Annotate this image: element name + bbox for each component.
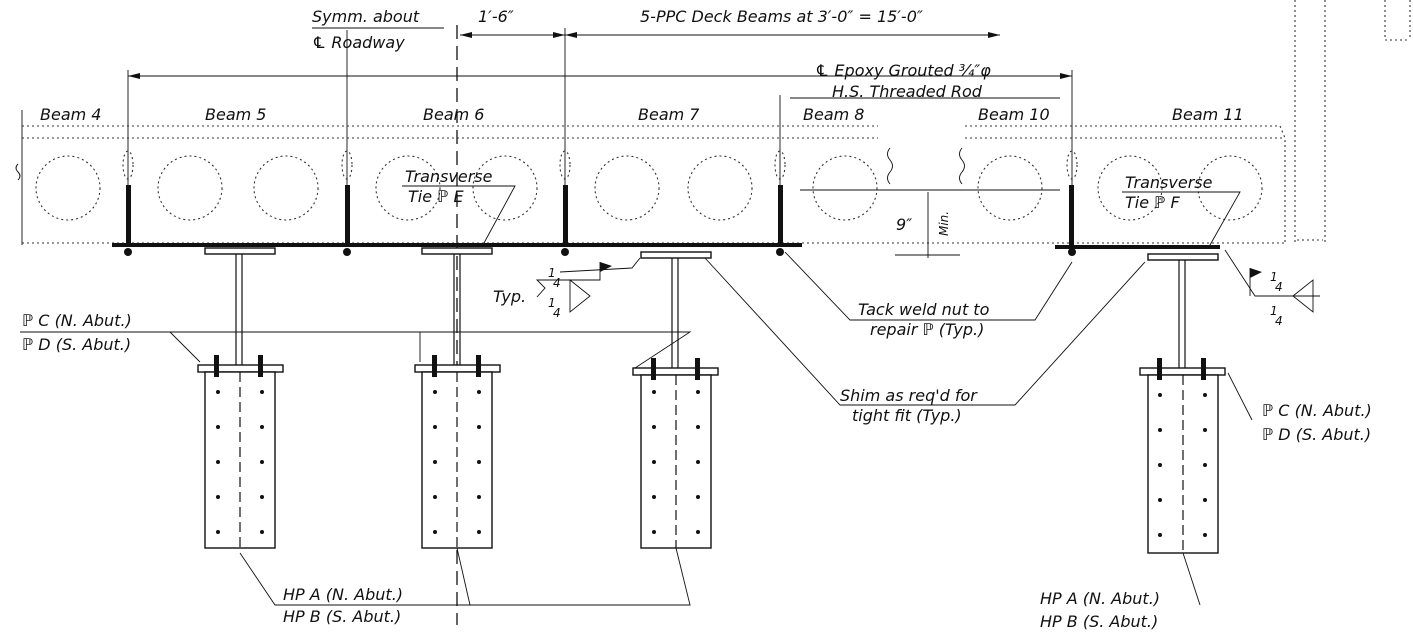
beam-5-label: Beam 5 <box>205 105 266 124</box>
beam-7-label: Beam 7 <box>638 105 700 124</box>
beam-11-label: Beam 11 <box>1172 105 1244 124</box>
tack-weld-note-1: Tack weld nut to <box>858 300 990 319</box>
hp-a-note-right: HP A (N. Abut.) <box>1040 589 1160 608</box>
leader-lines <box>20 251 1253 606</box>
tack-weld-note-2: repair ℙ (Typ.) <box>870 320 984 339</box>
weld-den-right: 4 <box>1275 280 1283 294</box>
tie-f-label-1: Transverse <box>1125 173 1213 192</box>
dimension-lines <box>127 28 1073 240</box>
beam-10-label: Beam 10 <box>978 105 1050 124</box>
threaded-rods <box>122 150 1078 256</box>
min-depth-label: Min. <box>937 211 951 236</box>
offset-label: 1′-6″ <box>478 7 514 26</box>
weld-den-left: 4 <box>553 276 561 290</box>
plate-d-note-right: ℙ D (S. Abut.) <box>1262 425 1371 444</box>
weld-num-right-2: 1 <box>1270 304 1278 318</box>
weld-num-right: 1 <box>1270 270 1278 284</box>
weld-den-right-2: 4 <box>1275 314 1283 328</box>
hp-b-note-right: HP B (S. Abut.) <box>1040 612 1158 631</box>
hp-b-note-left: HP B (S. Abut.) <box>283 607 401 626</box>
rod-label-1: ℄ Epoxy Grouted ¾″φ <box>815 61 991 80</box>
steel-piles <box>197 247 1226 554</box>
spacing-label: 5-PPC Deck Beams at 3′-0″ = 15′-0″ <box>640 7 923 26</box>
min-depth-value: 9″ <box>896 215 912 234</box>
plate-d-note-left: ℙ D (S. Abut.) <box>22 335 131 354</box>
weld-symbol-left: 1 4 1 4 <box>535 262 612 320</box>
beam-8-label: Beam 8 <box>803 105 864 124</box>
weld-symbol-right: 1 4 1 4 <box>1224 249 1320 328</box>
hp-a-note-left: HP A (N. Abut.) <box>283 585 403 604</box>
weld-den-left-2: 4 <box>553 306 561 320</box>
roadway-label: ℄ Roadway <box>312 33 405 52</box>
rod-label-2: H.S. Threaded Rod <box>832 82 983 101</box>
weld-num-left: 1 <box>548 266 556 280</box>
plate-c-note-left: ℙ C (N. Abut.) <box>22 311 132 330</box>
shim-note-1: Shim as req'd for <box>840 386 978 405</box>
pile-bolt-holes <box>216 390 1207 537</box>
shim-note-2: tight fit (Typ.) <box>852 406 962 425</box>
typ-label: Typ. <box>493 287 526 306</box>
beam-4-label: Beam 4 <box>40 105 101 124</box>
weld-num-left-2: 1 <box>548 296 556 310</box>
transverse-tie-plates <box>112 243 1220 249</box>
symm-label: Symm. about <box>312 7 420 26</box>
beam-voids <box>35 155 1263 221</box>
min-depth-dimension: 9″ Min. <box>895 192 960 258</box>
tie-e-label-2: Tie ℙ E <box>408 187 464 206</box>
tie-f-label-2: Tie ℙ F <box>1125 193 1180 212</box>
plate-c-note-right: ℙ C (N. Abut.) <box>1262 401 1372 420</box>
tie-e-label-1: Transverse <box>405 167 493 186</box>
beam-6-label: Beam 6 <box>423 105 484 124</box>
cap-bolts <box>214 355 1206 380</box>
